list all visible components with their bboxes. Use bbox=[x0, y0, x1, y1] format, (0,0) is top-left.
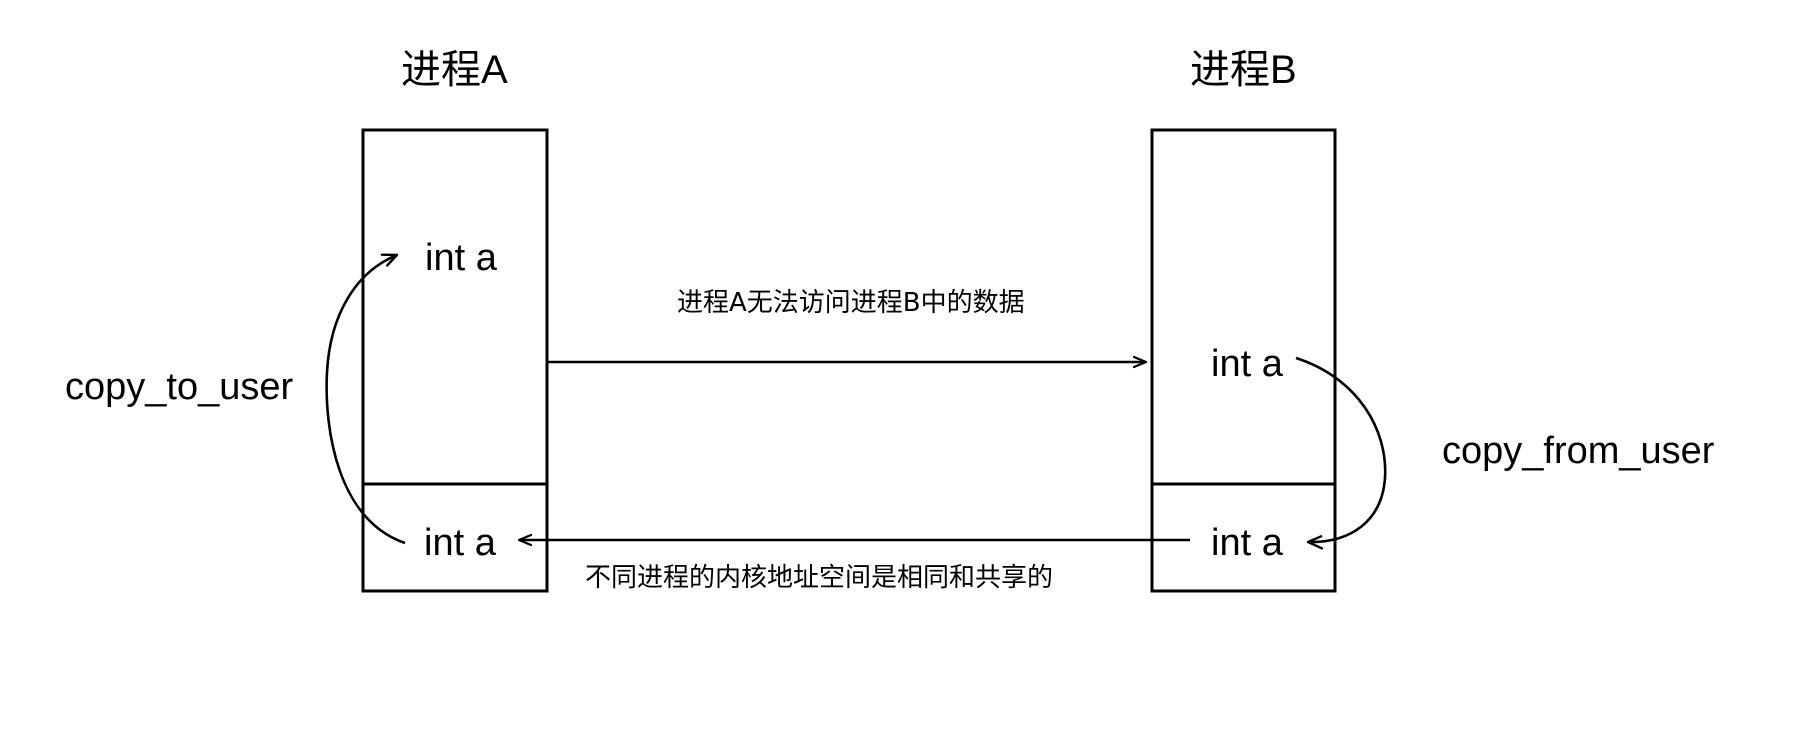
kernel-space-arrow-label: 不同进程的内核地址空间是相同和共享的 bbox=[585, 563, 1054, 593]
copy-from-user-label: copy_from_user bbox=[1442, 430, 1715, 472]
copy-from-user-arrow bbox=[1295, 356, 1387, 542]
process-a-user-variable: int a bbox=[425, 237, 497, 279]
copy-to-user-arrow bbox=[325, 255, 406, 545]
process-b-box bbox=[1150, 128, 1337, 593]
process-b-user-variable: int a bbox=[1211, 343, 1283, 385]
process-a-kernel-variable: int a bbox=[424, 522, 496, 564]
process-b-title: 进程B bbox=[1190, 48, 1297, 92]
process-a-box bbox=[361, 128, 549, 593]
copy-to-user-label: copy_to_user bbox=[65, 366, 294, 408]
user-space-arrow-label: 进程A无法访问进程B中的数据 bbox=[677, 288, 1025, 318]
process-b-kernel-variable: int a bbox=[1211, 522, 1283, 564]
process-a-title: 进程A bbox=[401, 48, 508, 92]
